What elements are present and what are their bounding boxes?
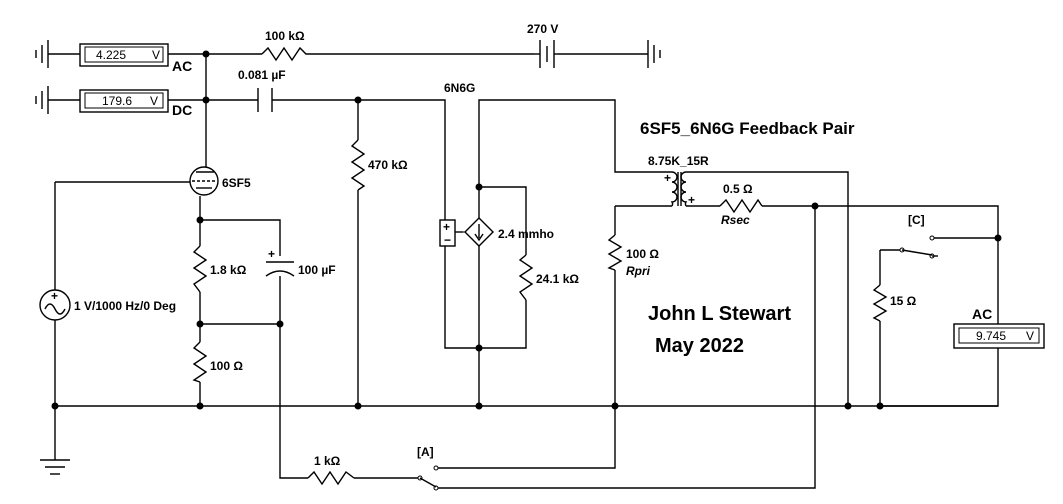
xfmr-pri-dot: + [664, 171, 671, 185]
ac-source-label: 1 V/1000 Hz/0 Deg [74, 299, 176, 313]
resistor-15: 15 Ω [872, 284, 917, 322]
author-date: May 2022 [655, 335, 744, 357]
resistor-24k1-label: 24.1 kΩ [536, 272, 579, 286]
ac-meter-output-unit: V [1026, 329, 1034, 343]
tube-6n6g: 6N6G + − 2.4 mmho [439, 81, 554, 247]
output-transformer-label: 8.75K_15R [648, 154, 709, 168]
resistor-15-label: 15 Ω [890, 294, 917, 308]
switch-c: [C] [899, 213, 938, 259]
resistor-1k-label: 1 kΩ [314, 454, 341, 468]
capacitor-100uf-plus: + [268, 247, 275, 261]
resistor-1k8-label: 1.8 kΩ [210, 263, 247, 277]
ground-symbol-dc-meter [35, 86, 80, 114]
author-name: John L Stewart [648, 303, 791, 325]
ac-source: + 1 V/1000 Hz/0 Deg [39, 289, 176, 321]
dc-meter-top: 179.6 V DC [79, 89, 192, 118]
junction-dots [51, 50, 1002, 410]
resistor-24k1: 24.1 kΩ [518, 254, 579, 301]
switch-c-label: [C] [908, 213, 925, 227]
switch-a: [A] [417, 445, 439, 491]
ac-meter-top-value: 4.225 [96, 48, 126, 62]
resistor-1k8: 1.8 kΩ [192, 245, 247, 293]
wires [54, 53, 999, 489]
capacitor-0081uf-label: 0.081 µF [238, 68, 286, 82]
resistor-rsec-value: 0.5 Ω [723, 182, 753, 196]
capacitor-0081uf: 0.081 µF [238, 68, 286, 112]
resistor-1k: 1 kΩ [307, 454, 355, 486]
switch-a-label: [A] [417, 445, 434, 459]
tube-6n6g-label: 6N6G [444, 81, 475, 95]
capacitor-100uf-label: 100 µF [298, 263, 336, 277]
ground-symbol-ac-meter [35, 40, 80, 68]
resistor-rsec-name: Rsec [721, 213, 750, 227]
resistor-100-cathode-label: 100 Ω [210, 359, 243, 373]
tube-6sf5-label: 6SF5 [222, 176, 251, 190]
resistor-470k-label: 470 kΩ [368, 158, 408, 172]
ac-meter-top-label: AC [172, 58, 192, 74]
ac-meter-output-label: AC [972, 306, 992, 322]
ac-source-plus: + [51, 289, 58, 303]
resistor-100k-label: 100 kΩ [265, 29, 305, 43]
resistor-100k: 100 kΩ [261, 29, 312, 62]
resistor-rpri-value: 100 Ω [626, 247, 659, 261]
control-minus: − [444, 233, 451, 247]
resistor-470k: 470 kΩ [350, 139, 408, 191]
ac-meter-output: AC 9.745 V [953, 306, 1045, 349]
control-plus: + [443, 220, 450, 234]
gm-source-label: 2.4 mmho [498, 227, 554, 241]
dc-meter-top-value: 179.6 [102, 94, 132, 108]
battery-270v: 270 V [527, 22, 558, 68]
ground-symbol-supply [647, 40, 661, 68]
dc-meter-top-label: DC [172, 102, 192, 118]
resistor-100-cathode: 100 Ω [192, 341, 243, 383]
tube-6sf5: 6SF5 [189, 165, 251, 196]
dc-meter-top-unit: V [150, 94, 158, 108]
ac-meter-top-unit: V [152, 48, 160, 62]
ac-meter-top: 4.225 V AC [79, 43, 192, 74]
output-transformer: + + 8.75K_15R [648, 154, 709, 207]
xfmr-sec-dot: + [688, 193, 695, 207]
battery-270v-label: 270 V [527, 22, 558, 36]
resistor-rsec: 0.5 Ω Rsec [719, 182, 763, 227]
resistor-rpri: 100 Ω Rpri [607, 234, 659, 278]
ac-meter-output-value: 9.745 [976, 329, 1006, 343]
resistor-rpri-name: Rpri [626, 264, 651, 278]
diagram-title: 6SF5_6N6G Feedback Pair [640, 119, 855, 138]
ground-symbol-main [40, 459, 70, 475]
capacitor-100uf: + 100 µF [265, 247, 336, 277]
